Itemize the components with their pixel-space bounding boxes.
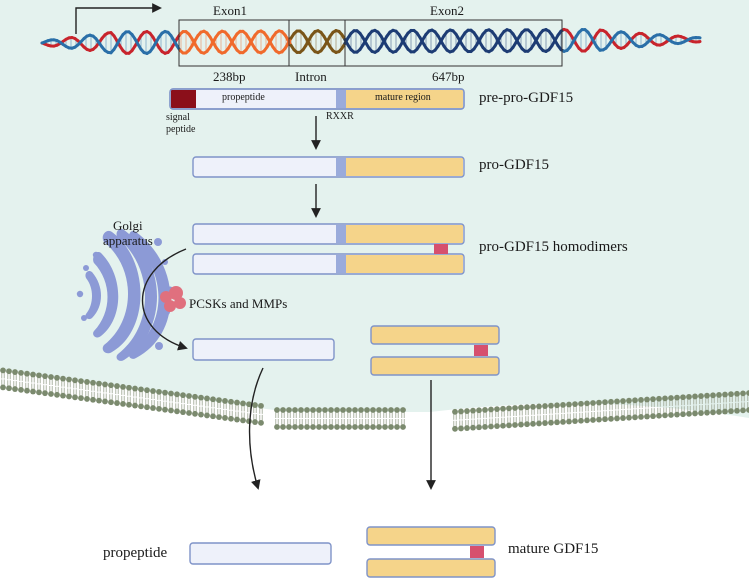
pro-gdf15-homodimer (192, 223, 465, 275)
pcsk-mmp-enzyme-icon (160, 286, 186, 312)
pro-gdf15-label: pro-GDF15 (479, 157, 549, 173)
cleavage-site-label: RXXR (326, 111, 354, 122)
signal-peptide-label-line1: signal (166, 112, 190, 123)
cleaved-propeptide (192, 338, 335, 361)
cleaved-mature-dimer (370, 325, 500, 376)
intron-label: Intron (295, 69, 327, 84)
processing-arrow (141, 248, 188, 351)
golgi-label-line1: Golgi (113, 218, 143, 233)
golgi-apparatus-icon (76, 228, 174, 361)
cell-cytoplasm (0, 0, 749, 418)
enzyme-label: PCSKs and MMPs (189, 296, 288, 311)
pre-pro-gdf15-label: pre-pro-GDF15 (479, 90, 574, 106)
propeptide-region-label: propeptide (222, 92, 265, 103)
pro-gdf15-protein (192, 156, 465, 178)
golgi-label-line2: apparatus (103, 233, 153, 248)
exon1-size-label: 238bp (213, 69, 246, 84)
disulfide-bond (434, 244, 448, 254)
signal-peptide-label-line2: peptide (166, 124, 196, 135)
secreted-propeptide (189, 542, 332, 565)
exon1-label: Exon1 (213, 3, 247, 18)
secreted-mature-gdf15 (366, 526, 496, 578)
transcription-start-arrow (75, 3, 162, 34)
exon2-box (344, 19, 563, 67)
exon2-size-label: 647bp (432, 69, 465, 84)
homodimer-label: pro-GDF15 homodimers (479, 239, 628, 255)
plasma-membrane (0, 367, 749, 432)
secreted-propeptide-label: propeptide (103, 545, 168, 561)
mature-gdf15-label: mature GDF15 (508, 541, 599, 557)
dna-double-helix (40, 27, 702, 55)
disulfide-bond (470, 546, 484, 558)
pre-pro-gdf15-protein (169, 88, 465, 110)
propeptide-secretion-arrow (248, 367, 264, 490)
disulfide-bond (474, 345, 488, 356)
exon2-label: Exon2 (430, 3, 464, 18)
mature-region-label: mature region (375, 92, 431, 103)
